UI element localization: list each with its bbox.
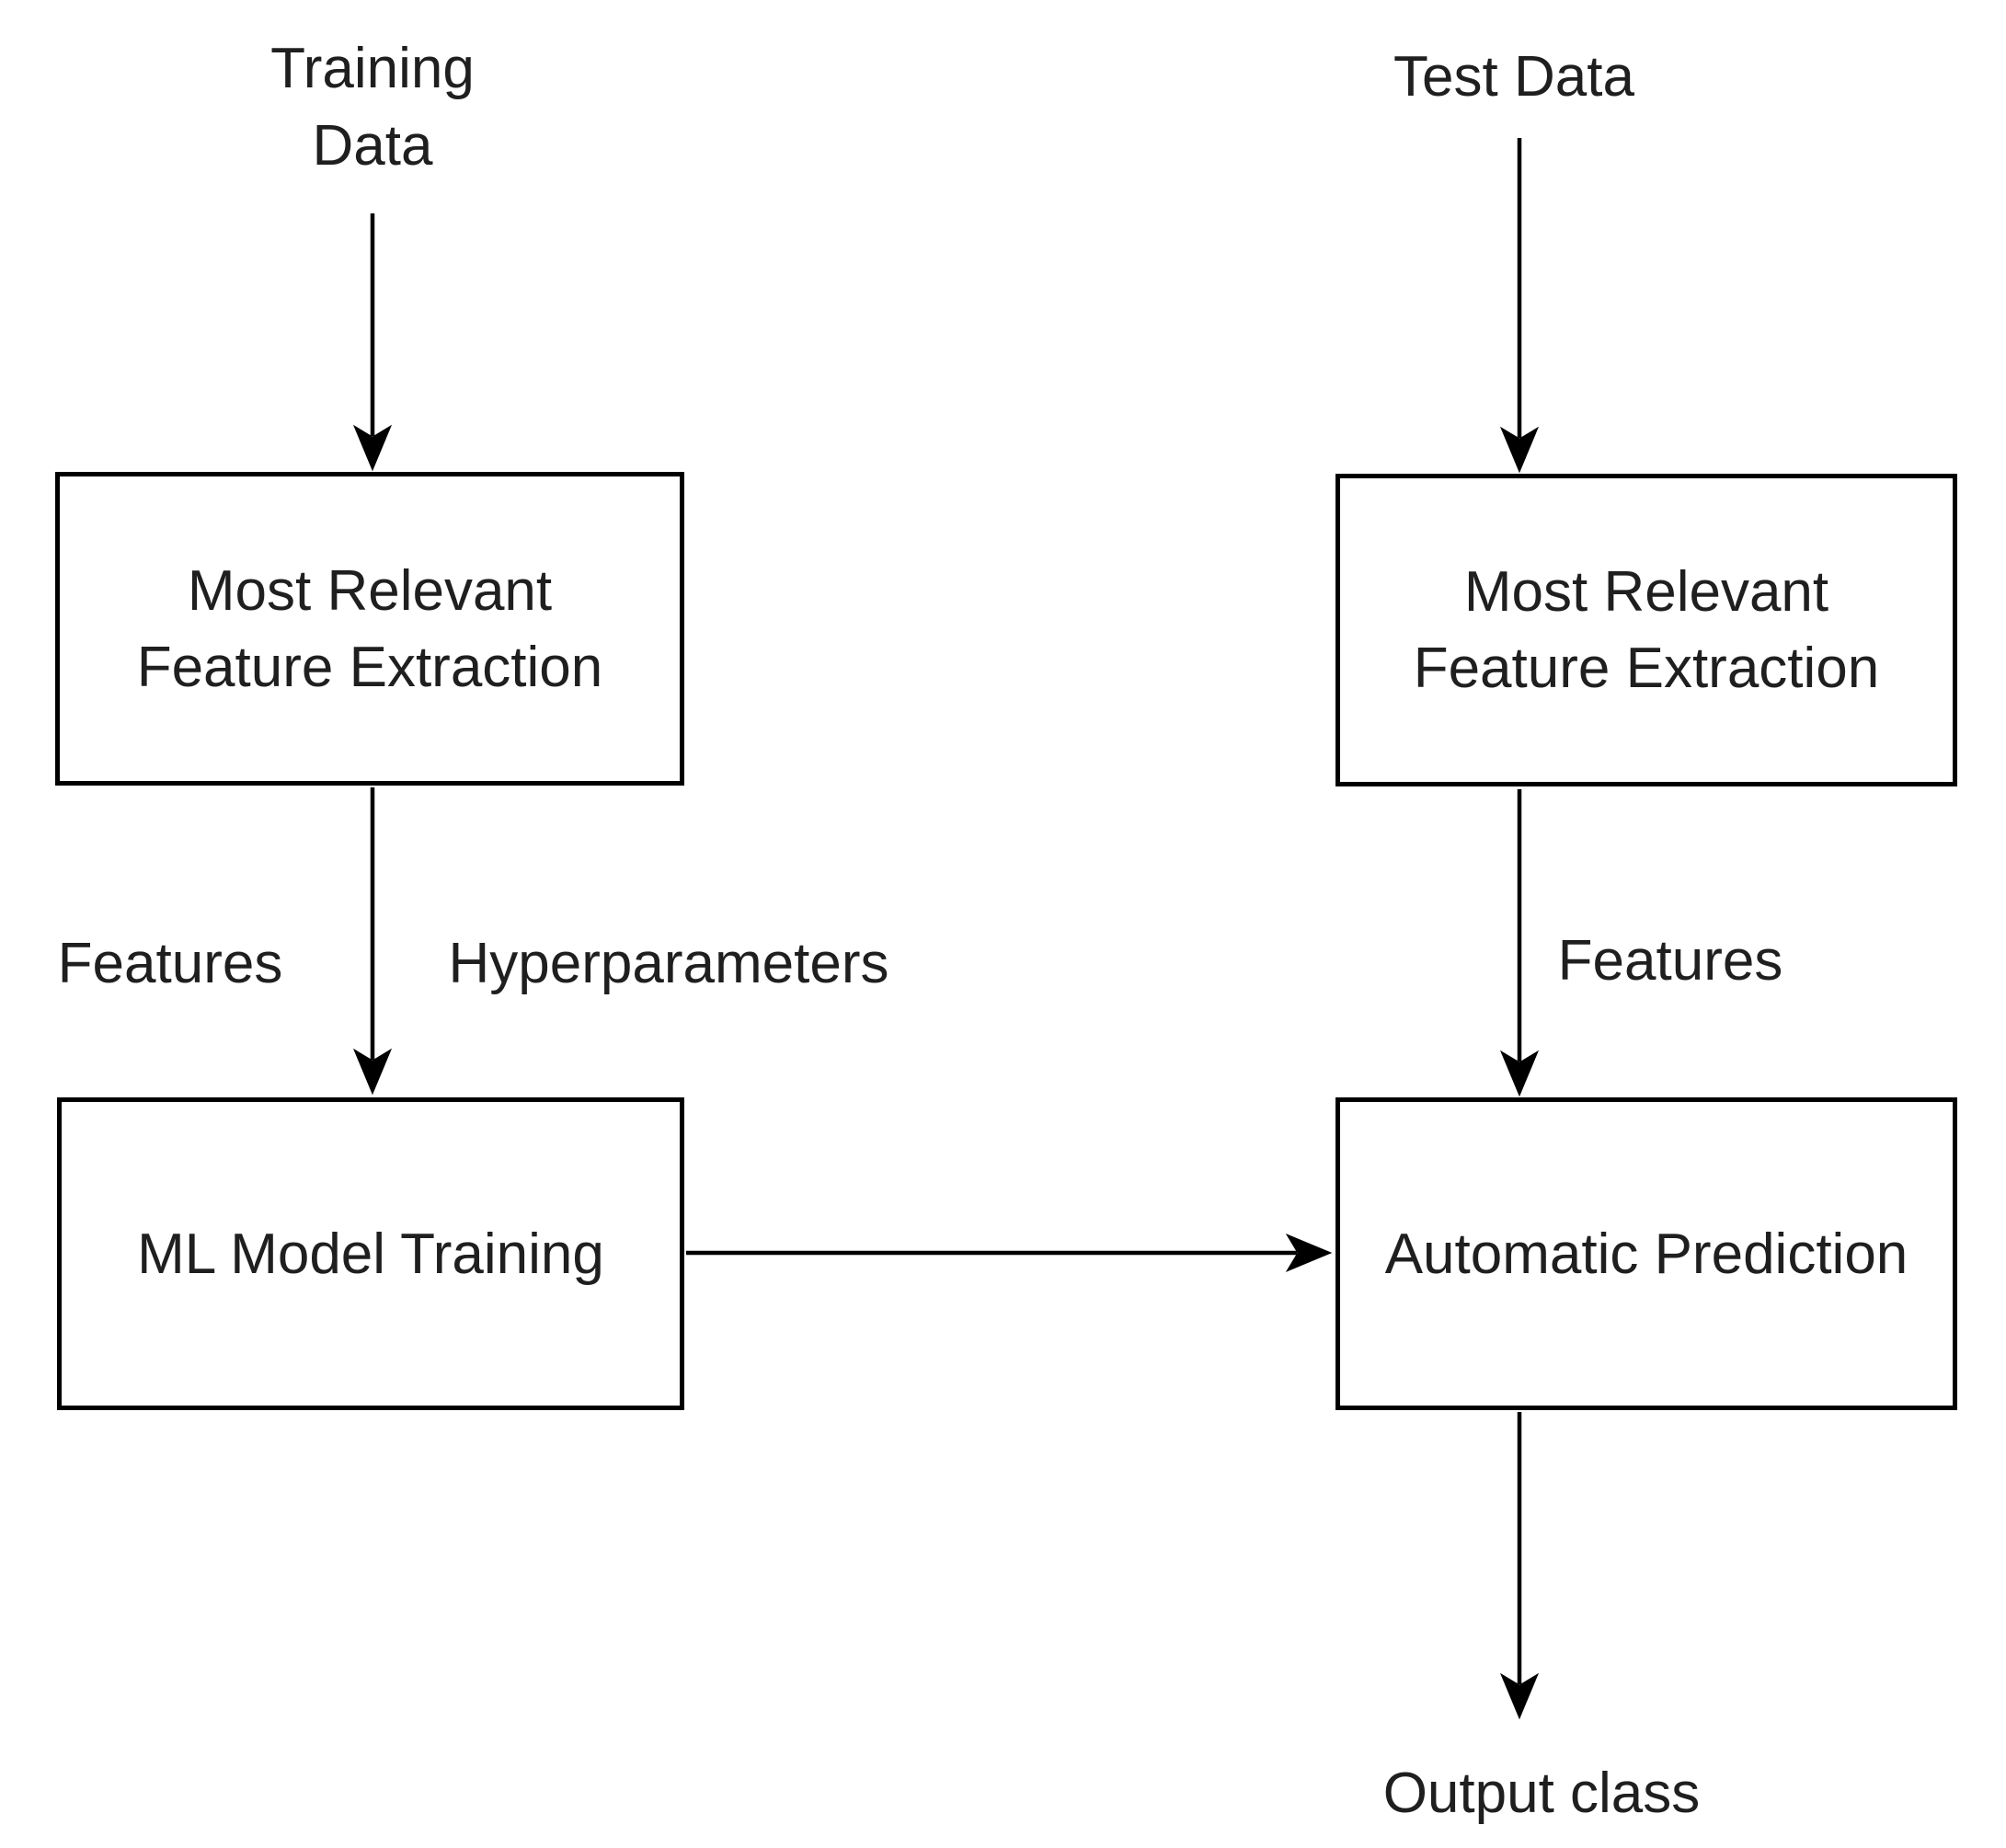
node-ml-model-training-text: ML Model Training — [137, 1222, 604, 1286]
arrow-training-data-to-feature-extraction — [352, 213, 393, 472]
arrow-test-data-to-feature-extraction — [1499, 138, 1540, 474]
edge-label-features-left-text: Features — [57, 932, 283, 995]
output-class-label: Output class — [1312, 1755, 1771, 1832]
test-data-label: Test Data — [1284, 39, 1744, 116]
node-ml-model-training: ML Model Training — [57, 1097, 684, 1410]
node-feature-extraction-train-line2: Feature Extraction — [136, 635, 603, 699]
arrow-feature-extraction-to-automatic-prediction — [1499, 789, 1540, 1097]
arrow-automatic-prediction-to-output-class — [1499, 1412, 1540, 1720]
training-data-label-line1: Training — [270, 37, 475, 100]
training-data-label-line2: Data — [312, 114, 433, 178]
node-feature-extraction-train: Most Relevant Feature Extraction — [55, 472, 684, 786]
node-automatic-prediction-text: Automatic Prediction — [1384, 1222, 1909, 1286]
output-class-label-text: Output class — [1382, 1762, 1701, 1825]
arrow-ml-model-training-to-automatic-prediction — [686, 1233, 1333, 1273]
node-feature-extraction-test: Most Relevant Feature Extraction — [1335, 474, 1957, 786]
node-feature-extraction-test-line1: Most Relevant — [1463, 560, 1829, 624]
edge-label-features-right-text: Features — [1557, 929, 1783, 993]
edge-label-hyperparameters-text: Hyperparameters — [448, 932, 889, 995]
node-feature-extraction-test-line2: Feature Extraction — [1413, 637, 1880, 700]
edge-label-hyperparameters: Hyperparameters — [411, 925, 926, 1003]
test-data-label-text: Test Data — [1393, 45, 1634, 109]
node-feature-extraction-train-line1: Most Relevant — [187, 558, 553, 623]
arrow-feature-extraction-to-ml-model-training — [352, 787, 393, 1096]
training-data-label: Training Data — [143, 30, 602, 185]
edge-label-features-left: Features — [0, 925, 400, 1003]
edge-label-features-right: Features — [1440, 923, 1900, 1000]
node-automatic-prediction: Automatic Prediction — [1335, 1097, 1957, 1410]
